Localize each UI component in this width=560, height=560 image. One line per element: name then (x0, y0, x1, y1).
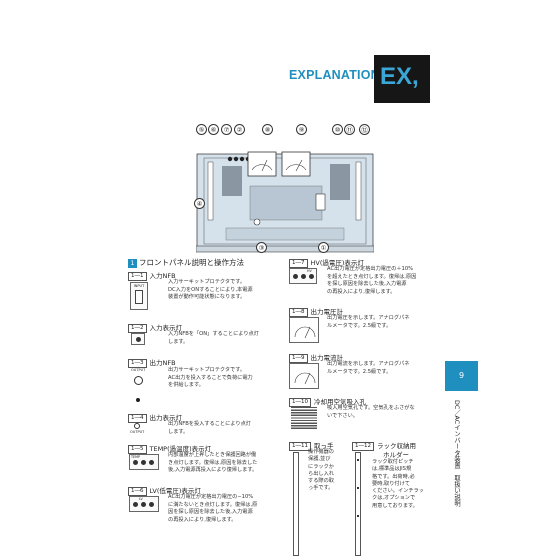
lamp-temp (227, 156, 233, 162)
page-number-tab: 9 (445, 361, 478, 391)
ammeter (281, 151, 311, 177)
lamp-hv (239, 156, 245, 162)
input-nfb-thumb: INPUT (130, 282, 148, 310)
output-nfb (253, 218, 261, 226)
callout-4: ④ (194, 198, 205, 209)
input-nfb (315, 193, 326, 211)
item-1-9-text: 出力電流を示します。アナログパネルメータです。2.5級です。 (327, 361, 410, 375)
side-chapter-text: DC／ACインバータ装置 取扱い説明 (453, 400, 460, 507)
callout-2: ② (234, 124, 245, 135)
callout-1: ① (318, 242, 329, 253)
voltmeter-thumb (289, 317, 319, 343)
callout-11: ⑪ (344, 124, 355, 135)
meter-icon (294, 326, 316, 339)
vent-center (249, 185, 323, 221)
item-1-1-tag: 1―1 (128, 271, 147, 281)
section-number: 1 (128, 259, 137, 268)
ammeter-thumb (289, 363, 319, 389)
output-lamp-icon (134, 423, 140, 429)
item-1-5-text: 内部温度が上昇したとき保護回路が働き点灯します。復帰は,原因を除去した後,入力電… (168, 452, 258, 474)
handle-left (207, 161, 214, 221)
handle-right (355, 161, 362, 221)
output-nfb-knob-icon (134, 376, 143, 385)
section-title-text: フロントパネル説明と操作方法 (139, 258, 244, 267)
header-badge: EX, (374, 55, 430, 103)
breaker-switch-icon (135, 290, 143, 304)
item-1-7-text: AC出力電圧が定格出力電圧の＋10%を超えたとき点灯します。復帰は,原因を探し原… (327, 266, 417, 295)
callout-8: ⑧ (262, 124, 273, 135)
input-lamp-thumb (131, 333, 145, 345)
header-badge-text: EX, (380, 63, 419, 90)
voltmeter (247, 151, 277, 177)
air-intake-icon (291, 407, 317, 429)
vent-right (330, 164, 350, 200)
item-1-8-text: 出力電圧を示します。アナログパネルメータです。2.5級です。 (327, 315, 410, 329)
front-panel-drawing (196, 151, 374, 253)
callout-3: ③ (256, 242, 267, 253)
callout-6: ⑥ (208, 124, 219, 135)
item-1-4-text: 出力NFBを投入することにより点灯します。 (168, 421, 251, 435)
callout-10: ⑩ (332, 124, 343, 135)
item-1-10-text: 吸入用空気孔です。空気孔をふさがないで下さい。 (327, 405, 415, 419)
handle-icon (293, 452, 299, 556)
item-1-6-text: AC出力電圧が定格出力電圧の−10%に満たないとき点灯します。復帰は,原因を探し… (168, 494, 258, 523)
rack-holder-icon (355, 452, 361, 556)
vent-left (222, 166, 242, 196)
item-1-12-text: ラック取付ピッチは,標準品はJIS規格です。出荷時,必要時,取り付けてください。… (372, 459, 424, 509)
lamp-icon (135, 337, 141, 342)
callout-5: ⑤ (196, 124, 207, 135)
front-panel-diagram: ⑤ ⑥ ⑦ ② ⑧ ⑨ ⑩ ⑪ ⑫ ④ ③ ① (194, 124, 374, 256)
item-1-12-label2: ホルダー (383, 451, 409, 459)
callout-12: ⑫ (359, 124, 370, 135)
item-1-2-text: 入力NFBを「ON」することにより点灯します。 (168, 331, 259, 345)
item-1-1-text: 入力サーキットプロテクタです。DC入力をONすることにより,本電源装置が動作可能… (168, 279, 253, 301)
item-1-11-text: 操作機器の保護,並びにラックから出し入れする際の取っ手です。 (308, 449, 334, 492)
lv-lamp-thumb: LV (129, 496, 159, 512)
temp-lamp-thumb: TEMP (129, 454, 159, 470)
output-nfb-dot (136, 398, 140, 402)
meter-icon (294, 372, 316, 385)
hv-lamp-thumb: HV (289, 268, 317, 284)
callout-9: ⑨ (296, 124, 307, 135)
callout-7: ⑦ (221, 124, 232, 135)
item-1-3-text: 出力サーキットプロテクタです。AC出力を投入することで負荷に電力を供給します。 (168, 367, 253, 389)
lamp-lv (233, 156, 239, 162)
header-title: EXPLANATION (289, 68, 380, 82)
